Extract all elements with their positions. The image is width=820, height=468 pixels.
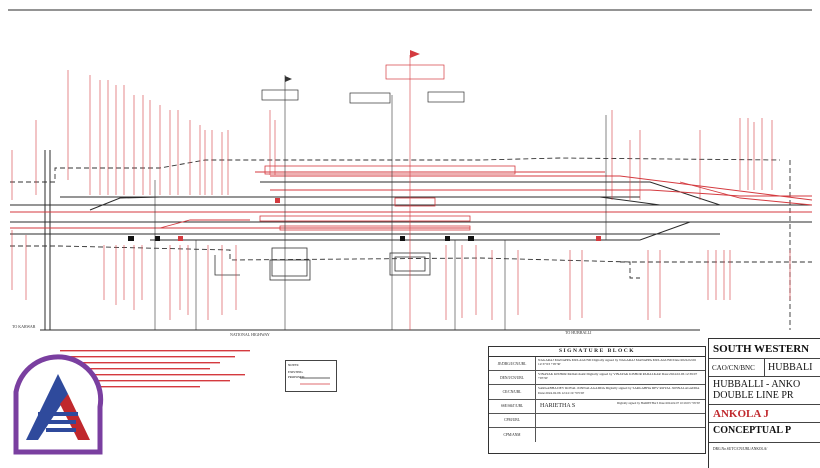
project-title: HUBBALLI - ANKO DOUBLE LINE PR xyxy=(709,377,820,405)
notes-legend xyxy=(300,377,330,385)
station-name: ANKOLA J xyxy=(709,405,820,423)
notes-title: NOTES: xyxy=(288,363,300,367)
office-code: CAO/CN/BNC xyxy=(709,359,765,376)
platforms xyxy=(259,165,516,231)
title-block: SOUTH WESTERN CAO/CN/BNC HUBBALI HUBBALL… xyxy=(708,338,820,468)
callouts-red xyxy=(385,64,445,80)
buildings xyxy=(214,247,431,281)
notes-box: NOTES: EXISTING PROPOSED xyxy=(285,360,337,392)
signature-role: DEN/I/CN/UBL xyxy=(489,371,536,385)
flag-marker-dark xyxy=(285,76,292,82)
signature-text: NAGARAJ MANAPPA MULAGUND Digitally signe… xyxy=(538,358,696,367)
signal-markers xyxy=(128,198,601,241)
signature-block-title: SIGNATURE BLOCK xyxy=(489,347,705,357)
drawing-number: DRG.No.SUTC/CN/UBL/ANKOLA/ xyxy=(713,447,768,451)
signature-block: SIGNATURE BLOCK JE/DRG/I/CN/UBL NAGARAJ … xyxy=(488,346,706,454)
existing-tracks xyxy=(10,150,812,331)
channel-logo-icon xyxy=(13,354,104,455)
left-end-label: TO KARWAR xyxy=(12,324,36,329)
signature-stamp: Digitally signed by HARIETHA S Date:2024… xyxy=(617,400,701,405)
signatory-name: HARIETHA S xyxy=(540,403,576,410)
drawing-type: CONCEPTUAL P xyxy=(709,423,820,443)
signature-row: JE/DRG/I/CN/UBL NAGARAJ MANAPPA MULAGUND… xyxy=(489,357,705,372)
signature-role: CPM/UBL xyxy=(489,413,536,427)
signature-row: CPM/ANM xyxy=(489,427,705,443)
proposed-tracks xyxy=(10,171,813,229)
callouts-dark xyxy=(261,89,465,104)
chainage-lines-upper xyxy=(11,55,773,330)
signature-row: DEN/I/CN/UBL VINAYAK KISHOR PADALKAR Dig… xyxy=(489,371,705,386)
signature-row: SSE/S&T/UBL HARIETHA S Digitally signed … xyxy=(489,399,705,414)
signature-role: CE/CN/UBL xyxy=(489,385,536,399)
signature-text: VINAYAK KISHOR PADALKAR Digitally signed… xyxy=(538,372,698,381)
project-line-2: DOUBLE LINE PR xyxy=(713,390,794,401)
highway-label: NATIONAL HIGHWAY xyxy=(230,332,270,337)
right-end-label: TO HUBBALLI xyxy=(565,330,592,335)
office-row: CAO/CN/BNC HUBBALI xyxy=(709,359,820,377)
chainage-lines-lower xyxy=(11,230,791,320)
project-line-1: HUBBALLI - ANKO xyxy=(713,379,801,390)
flag-marker xyxy=(410,50,420,58)
signature-text: SARGABHA DEV ROYAL JONNALAGADDA Digitall… xyxy=(538,386,700,395)
company-name: SOUTH WESTERN xyxy=(709,339,820,359)
signature-text xyxy=(536,414,705,427)
signature-role: CPM/ANM xyxy=(489,427,536,443)
signature-role: SSE/S&T/UBL xyxy=(489,399,536,413)
left-notes xyxy=(60,350,250,388)
signature-row: CPM/UBL xyxy=(489,413,705,428)
boundary-lines xyxy=(10,157,812,330)
chainage-lines-dark xyxy=(154,75,607,330)
legend-existing: EXISTING xyxy=(288,370,303,374)
legend-proposed: PROPOSED xyxy=(288,375,305,379)
signature-text xyxy=(536,428,705,442)
signature-role: JE/DRG/I/CN/UBL xyxy=(489,357,536,371)
division-name: HUBBALI xyxy=(768,362,813,373)
signature-row: CE/CN/UBL SARGABHA DEV ROYAL JONNALAGADD… xyxy=(489,385,705,400)
